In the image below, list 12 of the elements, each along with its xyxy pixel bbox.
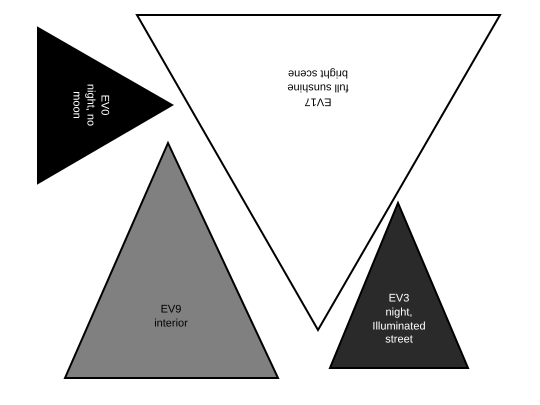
scene-description: night, Illuminated street bbox=[371, 306, 427, 348]
scene-description: night, no moon bbox=[70, 82, 97, 128]
triangle-shape bbox=[137, 15, 500, 330]
scene-description: interior bbox=[153, 317, 189, 331]
ev-value-label: EV17 bbox=[304, 94, 332, 108]
triangle-shape bbox=[38, 28, 172, 183]
ev-value-label: EV0 bbox=[98, 94, 111, 118]
ev-value-label: EV9 bbox=[160, 303, 182, 317]
triangle-shape bbox=[330, 203, 468, 368]
triangle-shape bbox=[65, 143, 278, 378]
ev-value-label: EV3 bbox=[388, 292, 410, 306]
scene-description: full sunshine bright scene bbox=[286, 67, 350, 94]
